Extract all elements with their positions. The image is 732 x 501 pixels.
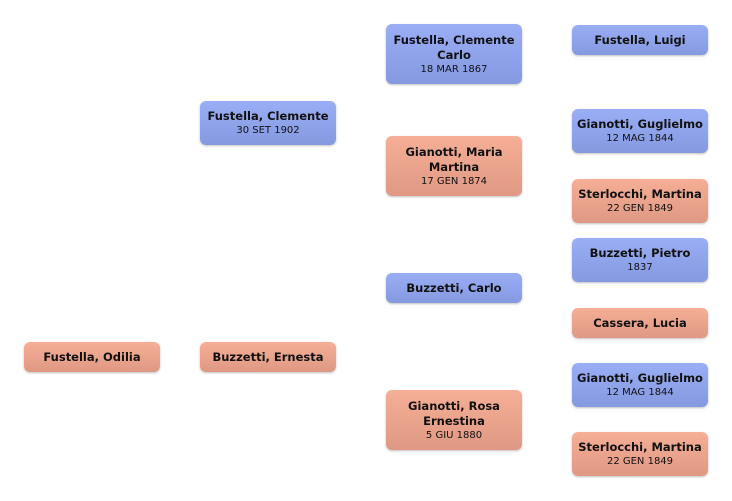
person-node-mfm[interactable]: Cassera, Lucia: [572, 308, 708, 338]
person-name: Gianotti, Rosa Ernestina: [408, 398, 500, 428]
person-node-maternal-grandfather[interactable]: Buzzetti, Carlo: [386, 273, 522, 303]
person-date: 1837: [627, 262, 653, 273]
person-node-fmf[interactable]: Gianotti, Guglielmo 12 MAG 1844: [572, 109, 708, 153]
person-name: Fustella, Odilia: [43, 349, 141, 364]
person-name: Cassera, Lucia: [593, 315, 687, 330]
person-date: 18 MAR 1867: [420, 63, 488, 75]
person-name: Gianotti, Guglielmo: [577, 117, 703, 131]
person-name: Gianotti, Guglielmo: [577, 371, 703, 385]
person-node-fmm[interactable]: Sterlocchi, Martina 22 GEN 1849: [572, 179, 708, 223]
person-node-fff[interactable]: Fustella, Luigi: [572, 25, 708, 55]
person-name: Sterlocchi, Martina: [578, 187, 702, 201]
person-node-father[interactable]: Fustella, Clemente 30 SET 1902: [200, 101, 336, 145]
person-name: Fustella, Clemente Carlo: [393, 32, 515, 62]
person-date: 22 GEN 1849: [606, 456, 674, 467]
person-date: 17 GEN 1874: [420, 175, 488, 187]
person-name: Sterlocchi, Martina: [578, 440, 702, 454]
person-node-paternal-grandfather[interactable]: Fustella, Clemente Carlo 18 MAR 1867: [386, 24, 522, 84]
person-name: Gianotti, Maria Martina: [405, 144, 503, 174]
person-node-mmm[interactable]: Sterlocchi, Martina 22 GEN 1849: [572, 432, 708, 476]
person-name: Fustella, Clemente: [207, 109, 329, 123]
person-date: 12 MAG 1844: [606, 133, 674, 144]
person-node-mff[interactable]: Buzzetti, Pietro 1837: [572, 238, 708, 282]
person-name: Buzzetti, Ernesta: [212, 349, 324, 364]
person-node-root[interactable]: Fustella, Odilia: [24, 342, 160, 372]
person-date: 12 MAG 1844: [606, 387, 674, 398]
person-name: Buzzetti, Carlo: [406, 280, 502, 295]
person-node-maternal-grandmother[interactable]: Gianotti, Rosa Ernestina 5 GIU 1880: [386, 390, 522, 450]
person-node-mother[interactable]: Buzzetti, Ernesta: [200, 342, 336, 372]
person-node-mmf[interactable]: Gianotti, Guglielmo 12 MAG 1844: [572, 363, 708, 407]
person-date: 22 GEN 1849: [606, 203, 674, 214]
person-name: Fustella, Luigi: [594, 32, 686, 47]
person-date: 5 GIU 1880: [425, 429, 483, 441]
person-name: Buzzetti, Pietro: [589, 246, 691, 260]
person-node-paternal-grandmother[interactable]: Gianotti, Maria Martina 17 GEN 1874: [386, 136, 522, 196]
person-date: 30 SET 1902: [236, 125, 300, 136]
